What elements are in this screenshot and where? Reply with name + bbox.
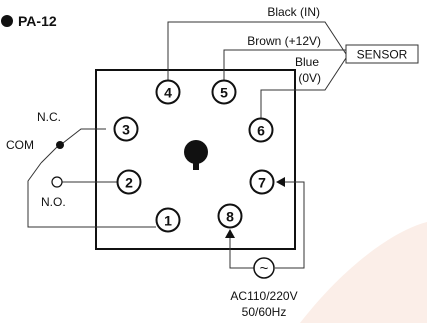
com-switch-blade	[40, 145, 59, 164]
wire-com-to-1	[27, 162, 156, 228]
center-key-tab	[193, 161, 199, 170]
pin-5-label: 5	[220, 85, 228, 101]
pin-5: 5	[211, 79, 237, 105]
pin-7-label: 7	[258, 175, 266, 191]
background-swoosh	[300, 222, 427, 323]
sensor-label: SENSOR	[357, 48, 408, 62]
pin-1: 1	[155, 207, 181, 233]
pin-3: 3	[113, 116, 139, 142]
pin-8-label: 8	[226, 209, 234, 225]
power-voltage-label: AC110/220V	[230, 289, 297, 303]
pin-3-label: 3	[122, 122, 130, 138]
ac-source-symbol: ~	[260, 260, 269, 277]
model-title: PA-12	[18, 13, 57, 29]
sensor-box	[345, 44, 419, 64]
pin-8: 8	[217, 203, 243, 229]
wire-pin7	[275, 181, 305, 269]
center-key-icon	[184, 140, 208, 164]
relay-body	[95, 69, 296, 250]
pin-1-label: 1	[164, 213, 172, 229]
no-label: N.O.	[41, 195, 66, 209]
com-dot-icon	[56, 141, 64, 149]
pin-6-label: 6	[257, 123, 265, 139]
wire-blue-label: Blue	[295, 55, 319, 69]
pin-2: 2	[116, 169, 142, 195]
pin-7: 7	[249, 169, 275, 195]
power-frequency-label: 50/60Hz	[242, 305, 287, 319]
title-bullet-icon	[1, 15, 13, 27]
wire-blue	[260, 57, 347, 118]
pin-4-label: 4	[164, 85, 172, 101]
pin-2-label: 2	[125, 175, 133, 191]
com-label: COM	[6, 138, 34, 152]
wire-black	[167, 21, 347, 80]
arrow-pin8-icon	[225, 229, 235, 238]
wire-pin8	[229, 232, 254, 269]
wire-nc	[62, 128, 106, 144]
wire-black-label: Black (IN)	[267, 5, 320, 19]
no-contact-icon	[51, 176, 63, 188]
pin-6: 6	[248, 117, 274, 143]
ac-source-icon: ~	[253, 257, 275, 279]
arrow-pin7-icon	[276, 177, 285, 187]
wire-blue-voltage-label: (0V)	[298, 71, 321, 85]
nc-label: N.C.	[37, 110, 61, 124]
sensor-wires	[27, 21, 347, 269]
wire-brown-label: Brown (+12V)	[247, 34, 321, 48]
wire-brown	[223, 49, 346, 80]
pin-4: 4	[155, 79, 181, 105]
